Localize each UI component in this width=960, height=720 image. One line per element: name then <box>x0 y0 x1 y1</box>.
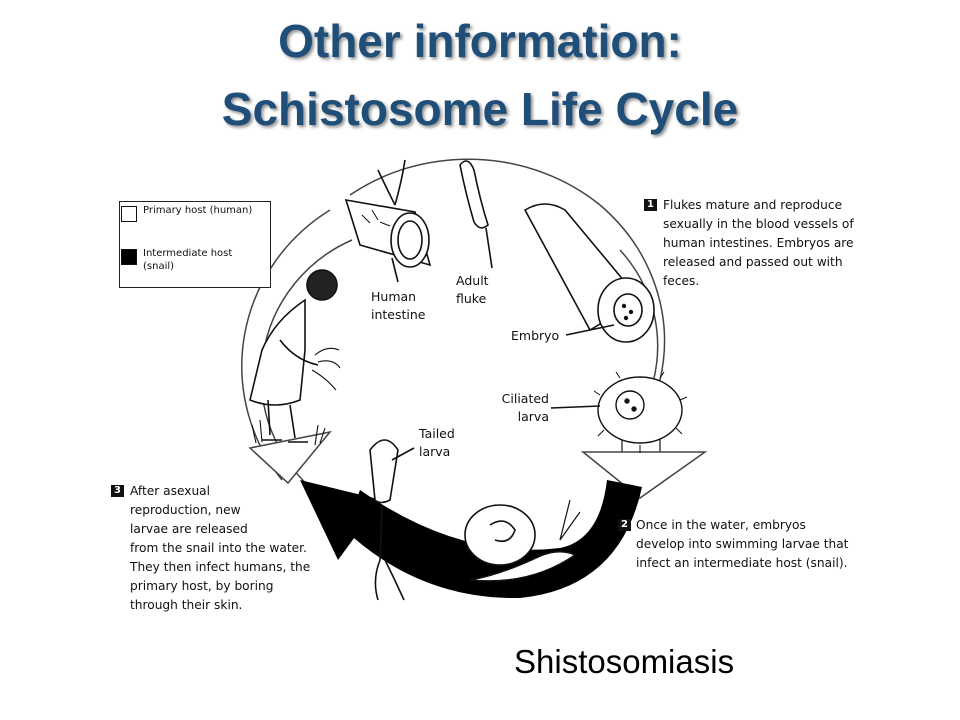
snail-illustration <box>464 499 581 582</box>
step-3-line: reproduction, new <box>130 503 241 517</box>
step-3-line: They then infect humans, the <box>130 560 311 574</box>
intestine-segment-illustration <box>523 203 655 343</box>
adult-fluke-illustration <box>459 160 489 229</box>
title-line-1: Other information: <box>278 15 682 67</box>
step-3-line: larvae are released <box>130 522 248 536</box>
human-intestine-pointer <box>391 257 399 283</box>
step-3-line: from the snail into the water. <box>130 541 307 555</box>
step-2-badge: 2 <box>618 519 631 531</box>
human-figure-illustration <box>249 269 341 446</box>
primary-host-arrowhead-right <box>580 451 708 499</box>
host-legend: Primary host (human) Intermediate host (… <box>119 201 271 288</box>
step-1-badge: 1 <box>644 199 657 211</box>
step-3-line: primary host, by boring <box>130 579 274 593</box>
legend-primary-host-label: Primary host (human) <box>143 205 253 216</box>
intermediate-host-swatch <box>121 249 137 265</box>
ciliated-larva-pointer <box>550 405 601 409</box>
step-2-text: Once in the water, embryos develop into … <box>636 518 849 570</box>
step-3-line: After asexual <box>130 484 211 498</box>
label-human-intestine: Human intestine <box>371 289 426 322</box>
human-intestine-illustration <box>344 159 432 268</box>
intermediate-host-arrow <box>345 480 642 599</box>
disease-caption: Shistosomiasis <box>514 643 735 680</box>
primary-host-swatch <box>121 206 137 222</box>
tailed-larva-illustration <box>369 439 405 601</box>
legend-item-intermediate-host: Intermediate host (snail) <box>120 247 261 273</box>
label-adult-fluke: Adult fluke <box>456 273 489 306</box>
legend-item-primary-host: Primary host (human) <box>120 204 261 222</box>
tailed-larva-pointer <box>391 447 415 461</box>
label-tailed-larva: Tailed larva <box>419 426 455 459</box>
ciliated-larva-illustration <box>593 371 688 453</box>
step-1-text: Flukes mature and reproduce sexually in … <box>663 198 854 288</box>
label-embryo: Embryo <box>511 328 560 343</box>
intermediate-host-arrowhead <box>300 480 382 560</box>
step-3-text: After asexual reproduction, new larvae a… <box>130 482 330 615</box>
label-ciliated-larva: Ciliated larva <box>501 391 549 424</box>
primary-host-arrowhead-left <box>248 430 332 485</box>
legend-intermediate-host-label: Intermediate host (snail) <box>143 248 233 272</box>
step-3-line: through their skin. <box>130 598 243 612</box>
step-3-badge: 3 <box>111 485 124 497</box>
adult-fluke-pointer <box>485 227 493 269</box>
embryo-pointer <box>565 324 615 336</box>
title-line-2: Schistosome Life Cycle <box>221 83 739 135</box>
